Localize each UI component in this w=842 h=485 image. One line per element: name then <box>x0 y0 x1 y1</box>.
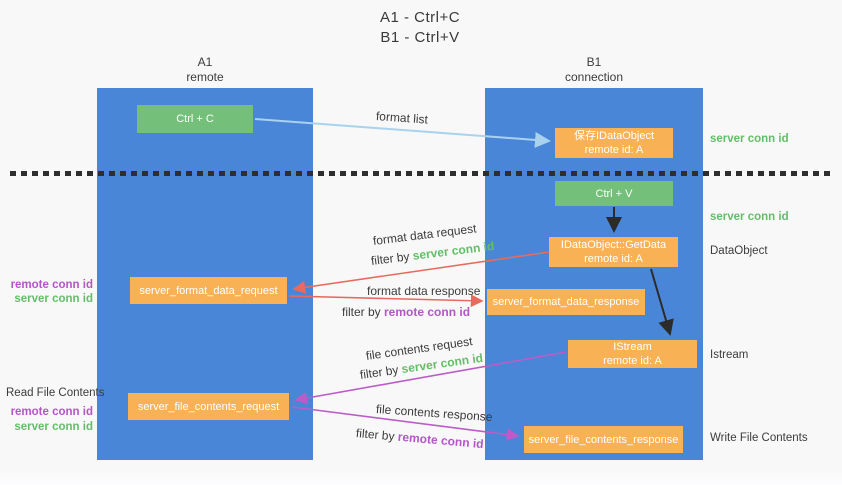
node-format-request-label: server_format_data_request <box>139 284 278 297</box>
label-left-server-conn-id: server conn id <box>14 293 93 305</box>
node-ctrl-v-label: Ctrl + V <box>595 187 633 200</box>
lane-a1-role: remote <box>186 70 224 84</box>
label-write-file-contents: Write File Contents <box>710 432 808 444</box>
label-read-file-contents: Read File Contents <box>6 387 105 399</box>
node-server-format-data-response: server_format_data_response <box>487 289 645 315</box>
node-server-file-contents-response: server_file_contents_response <box>524 426 683 453</box>
server-conn-id-text: server conn id <box>411 238 495 263</box>
node-istream: IStream remote id: A <box>568 340 697 368</box>
dotted-divider-line <box>10 171 832 176</box>
label-dataobject: DataObject <box>710 245 768 257</box>
remote-conn-id-text: remote conn id <box>397 429 485 452</box>
lane-b1-role: connection <box>564 70 624 84</box>
label-left-remote-conn-id-2: remote conn id <box>10 406 93 418</box>
node-file-request-label: server_file_contents_request <box>137 400 280 413</box>
node-format-response-label: server_format_data_response <box>492 296 640 308</box>
node-ctrl-c-label: Ctrl + C <box>176 113 214 125</box>
node-file-response-label: server_file_contents_response <box>528 433 679 446</box>
filter-by-text: filter by <box>342 305 385 319</box>
title-line-1: A1 - Ctrl+C <box>379 9 461 26</box>
filter-by-text: filter by <box>355 426 399 444</box>
node-server-file-contents-request: server_file_contents_request <box>128 393 289 420</box>
label-filter-by-remote-conn-id-1: filter by remote conn id <box>342 305 470 319</box>
node-getdata-line1: IDataObject::GetData <box>560 239 667 251</box>
node-save-idataobject: 保存IDataObject remote id: A <box>555 128 673 158</box>
label-filter-by-remote-conn-id-2: filter by remote conn id <box>355 426 484 451</box>
footer-fade <box>0 470 842 485</box>
lane-a1-name: A1 <box>197 55 213 69</box>
lane-header-b1: B1 connection <box>485 55 703 85</box>
label-istream: Istream <box>710 349 749 361</box>
node-istream-line1: IStream <box>613 341 652 353</box>
remote-conn-id-text: remote conn id <box>384 305 471 319</box>
node-save-line1: 保存IDataObject <box>573 130 655 142</box>
node-istream-line2: remote id: A <box>603 355 662 367</box>
node-ctrl-c: Ctrl + C <box>137 105 253 133</box>
filter-by-text: filter by <box>359 362 403 382</box>
filter-by-text: filter by <box>370 248 414 268</box>
node-idataobject-getdata: IDataObject::GetData remote id: A <box>549 237 678 267</box>
label-right-server-conn-id-mid: server conn id <box>710 211 789 223</box>
node-save-line2: remote id: A <box>584 144 644 156</box>
node-server-format-data-request: server_format_data_request <box>130 277 287 304</box>
label-format-data-response: format data response <box>367 284 481 298</box>
node-ctrl-v: Ctrl + V <box>555 181 673 206</box>
lane-header-a1: A1 remote <box>97 55 313 85</box>
node-getdata-line2: remote id: A <box>584 253 643 265</box>
label-left-remote-conn-id: remote conn id <box>10 279 93 291</box>
label-file-contents-response: file contents response <box>375 402 493 425</box>
diagram-title: A1 - Ctrl+C B1 - Ctrl+V <box>300 8 540 48</box>
label-left-server-conn-id-2: server conn id <box>14 421 93 433</box>
lane-b1-name: B1 <box>586 55 602 69</box>
label-format-list: format list <box>375 109 429 127</box>
title-line-2: B1 - Ctrl+V <box>380 29 460 46</box>
label-right-server-conn-id-top: server conn id <box>710 133 789 145</box>
